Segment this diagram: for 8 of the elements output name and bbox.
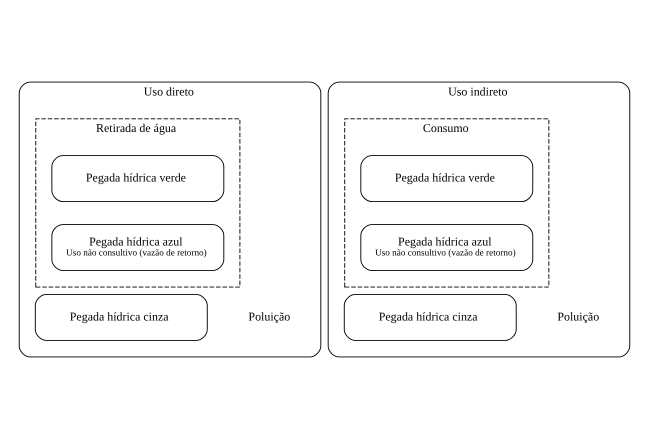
node-label: Poluição: [248, 310, 290, 324]
node-box: Pegada hídrica cinza: [34, 294, 208, 341]
node-box: Pegada hídrica cinza: [344, 294, 517, 341]
node-box: Pegada hídrica azul Uso não consultivo (vazão de retorno): [51, 224, 224, 271]
node-box: Pegada hídrica verde: [51, 155, 224, 202]
node-box: Pegada hídrica azul Uso não consultivo (vazão de retorno): [360, 224, 534, 271]
node-box: Pegada hídrica verde: [360, 155, 534, 202]
node-label: Poluição: [557, 310, 600, 324]
